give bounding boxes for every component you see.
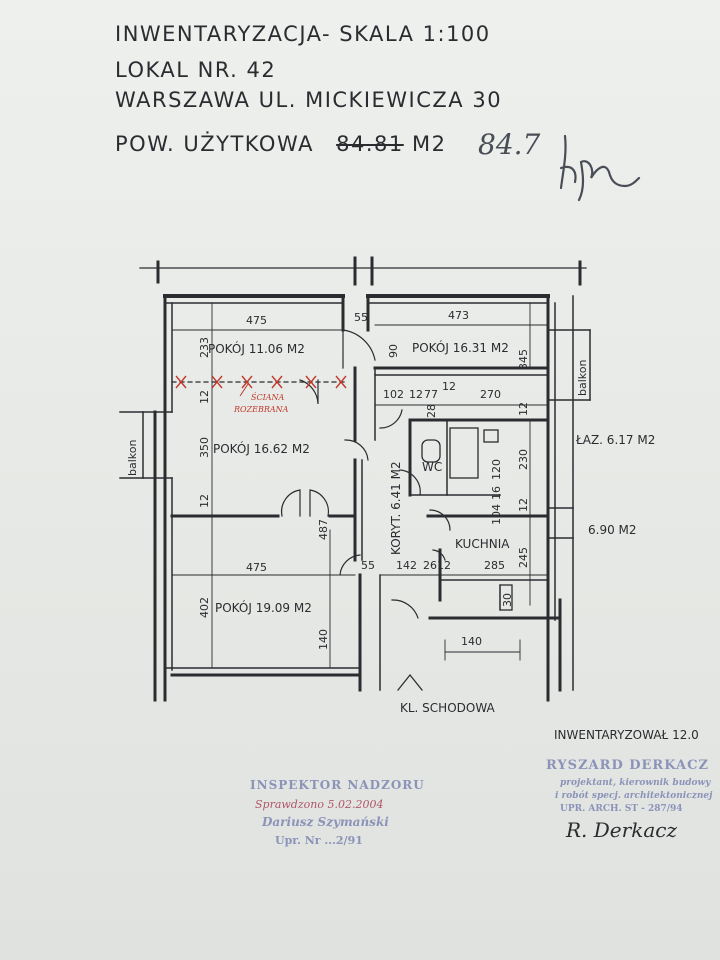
dim-12-e: 12 (517, 402, 530, 416)
bathtub (449, 427, 479, 479)
dim-270: 270 (480, 388, 501, 401)
dim-345: 345 (517, 349, 530, 370)
dim-142: 142 (396, 559, 417, 572)
dim-104: 104 (490, 504, 503, 525)
signature: R. Derkacz (566, 818, 677, 842)
area-label: POW. UŻYTKOWA (115, 132, 314, 156)
title-line-1: INWENTARYZACJA- SKALA 1:100 (115, 22, 491, 46)
dim-245: 245 (517, 547, 530, 568)
door-arc (280, 489, 301, 517)
inventoried-by: INWENTARYZOWAŁ 12.0 (554, 728, 699, 742)
dim-26: 26 (423, 559, 437, 572)
room-label-pokoj-3: POKÓJ 16.62 M2 (213, 441, 310, 456)
dim-487: 487 (317, 519, 330, 540)
area-corrected: 84.7 (478, 128, 541, 161)
removed-mark (241, 375, 253, 389)
room-label-kuchnia: KUCHNIA (455, 537, 510, 551)
stamp-inspektor-upr: Upr. Nr ...2/91 (275, 834, 363, 847)
removed-wall-marks (175, 375, 347, 389)
stair-arrow-icon (397, 673, 423, 691)
removed-mark (271, 375, 283, 389)
stamp-upr-arch: UPR. ARCH. ST - 287/94 (560, 804, 683, 814)
room-label-kuchnia-area: 6.90 M2 (588, 523, 637, 537)
room-label-korytarz: KORYT. 6.41 M2 (389, 461, 403, 555)
title-line-3: WARSZAWA UL. MICKIEWICZA 30 (115, 88, 503, 112)
dim-230: 230 (517, 449, 530, 470)
area-line: POW. UŻYTKOWA 84.81 M2 (115, 132, 446, 156)
dim-233: 233 (198, 337, 211, 358)
stamp-inspektor-title: INSPEKTOR NADZORU (250, 778, 425, 792)
door-arc (429, 509, 451, 531)
stamp-inspektor-name: Dariusz Szymański (262, 815, 389, 829)
dim-12-f: 12 (517, 498, 530, 512)
door-arc (344, 439, 369, 461)
washbasin (483, 429, 499, 443)
stamp-ryszard: RYSZARD DERKACZ (546, 758, 709, 773)
dim-140-kitchen: 140 (461, 635, 482, 648)
room-label-klatka: KL. SCHODOWA (400, 701, 496, 715)
door-arc (339, 554, 361, 576)
title-line-2: LOKAL NR. 42 (115, 58, 277, 82)
door-arc (379, 409, 403, 429)
dim-12-b: 12 (442, 380, 456, 393)
handwritten-initials (559, 134, 641, 202)
dim-102: 102 (383, 388, 404, 401)
room-label-wc: WC (422, 460, 442, 474)
room-label-pokoj-1: POKÓJ 11.06 M2 (208, 341, 305, 356)
annotation-sciana: ŚCIANA (251, 393, 285, 402)
dim-55-top: 55 (354, 311, 368, 324)
dim-402: 402 (198, 597, 211, 618)
door-arc (432, 549, 446, 561)
room-label-pokoj-4: POKÓJ 19.09 M2 (215, 600, 312, 615)
removed-mark (335, 375, 347, 389)
dim-12-g: 12 (437, 559, 451, 572)
balcony-label-right: balkon (576, 360, 589, 396)
vent-shaft (499, 584, 513, 611)
dim-12-c: 12 (198, 390, 211, 404)
stamp-projektant: projektant, kierownik budowy (560, 778, 711, 788)
removed-mark (211, 375, 223, 389)
dim-12-d: 12 (198, 494, 211, 508)
room-label-pokoj-2: POKÓJ 16.31 M2 (412, 340, 509, 355)
area-unit: M2 (411, 132, 447, 156)
door-arc (342, 329, 376, 369)
door-arc (299, 379, 319, 405)
removed-mark (175, 375, 187, 389)
dim-28: 28 (425, 404, 438, 418)
dim-475-bottom: 475 (246, 561, 267, 574)
dim-55-bottom: 55 (361, 559, 375, 572)
stamp-sprawdzono: Sprawdzono 5.02.2004 (255, 798, 384, 811)
dim-475-top: 475 (246, 314, 267, 327)
wc-bowl (421, 439, 441, 463)
door-arc (309, 489, 330, 517)
door-arc (399, 469, 421, 496)
dim-285: 285 (484, 559, 505, 572)
dim-473: 473 (448, 309, 469, 322)
balcony-label-left: balkon (126, 440, 139, 476)
removed-mark (305, 375, 317, 389)
dim-350: 350 (198, 437, 211, 458)
annotation-arrow (239, 383, 249, 397)
stamp-roboty: i robót specj. architektonicznej (555, 791, 713, 801)
dim-16: 16 (490, 486, 503, 500)
dim-140: 140 (317, 629, 330, 650)
dim-12-a: 12 (409, 388, 423, 401)
dim-30: 30 (501, 593, 514, 607)
dim-90: 90 (387, 344, 400, 358)
room-label-laz: ŁAZ. 6.17 M2 (575, 433, 655, 447)
area-value: 84.81 (336, 132, 404, 156)
annotation-rozebrana: ROZEBRANA (233, 405, 289, 414)
dim-77: 77 (424, 388, 438, 401)
door-arc (391, 599, 419, 619)
dim-120: 120 (490, 459, 503, 480)
